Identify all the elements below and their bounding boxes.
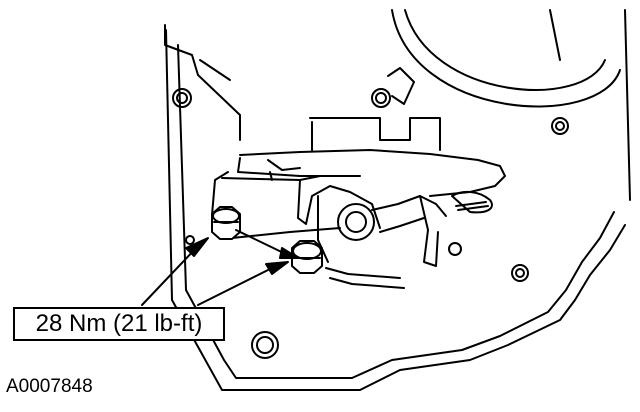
- pivot-boss: [337, 203, 375, 241]
- arrow-head-bolt-1: [185, 237, 209, 257]
- housing-hole-inner: [375, 92, 387, 104]
- bolt-2-icon: [291, 240, 323, 274]
- lever-assembly: [211, 117, 506, 289]
- housing-bolt-holes: [172, 67, 569, 359]
- leader-lines: [141, 229, 299, 306]
- housing-hole: [371, 88, 391, 108]
- spring-cap: [451, 190, 493, 214]
- housing-hole: [511, 264, 529, 282]
- dowel-boss: [387, 67, 415, 105]
- housing-hole: [172, 88, 192, 108]
- torque-specification: 28 Nm (21 lb-ft): [35, 310, 203, 337]
- torque-callout-box: 28 Nm (21 lb-ft): [13, 307, 225, 341]
- housing-hole: [551, 117, 569, 135]
- housing-hole-inner: [176, 92, 188, 104]
- leader-line-bolt-2: [197, 265, 277, 306]
- arrow-head-bolt-2: [265, 261, 289, 275]
- alignment-arrow-head: [279, 247, 299, 259]
- leader-line-bolt-1: [141, 245, 199, 306]
- housing-hole: [251, 331, 279, 359]
- figure-id: A0007848: [6, 376, 93, 397]
- housing-hole-inner: [555, 121, 565, 131]
- housing-hole-inner: [515, 268, 525, 278]
- housing-outline: [164, 9, 631, 391]
- housing-hole: [448, 242, 462, 256]
- housing-hole-inner: [256, 336, 274, 354]
- bolt-1-icon: [211, 206, 241, 240]
- pivot-hole: [345, 211, 367, 233]
- housing-hole: [185, 235, 195, 245]
